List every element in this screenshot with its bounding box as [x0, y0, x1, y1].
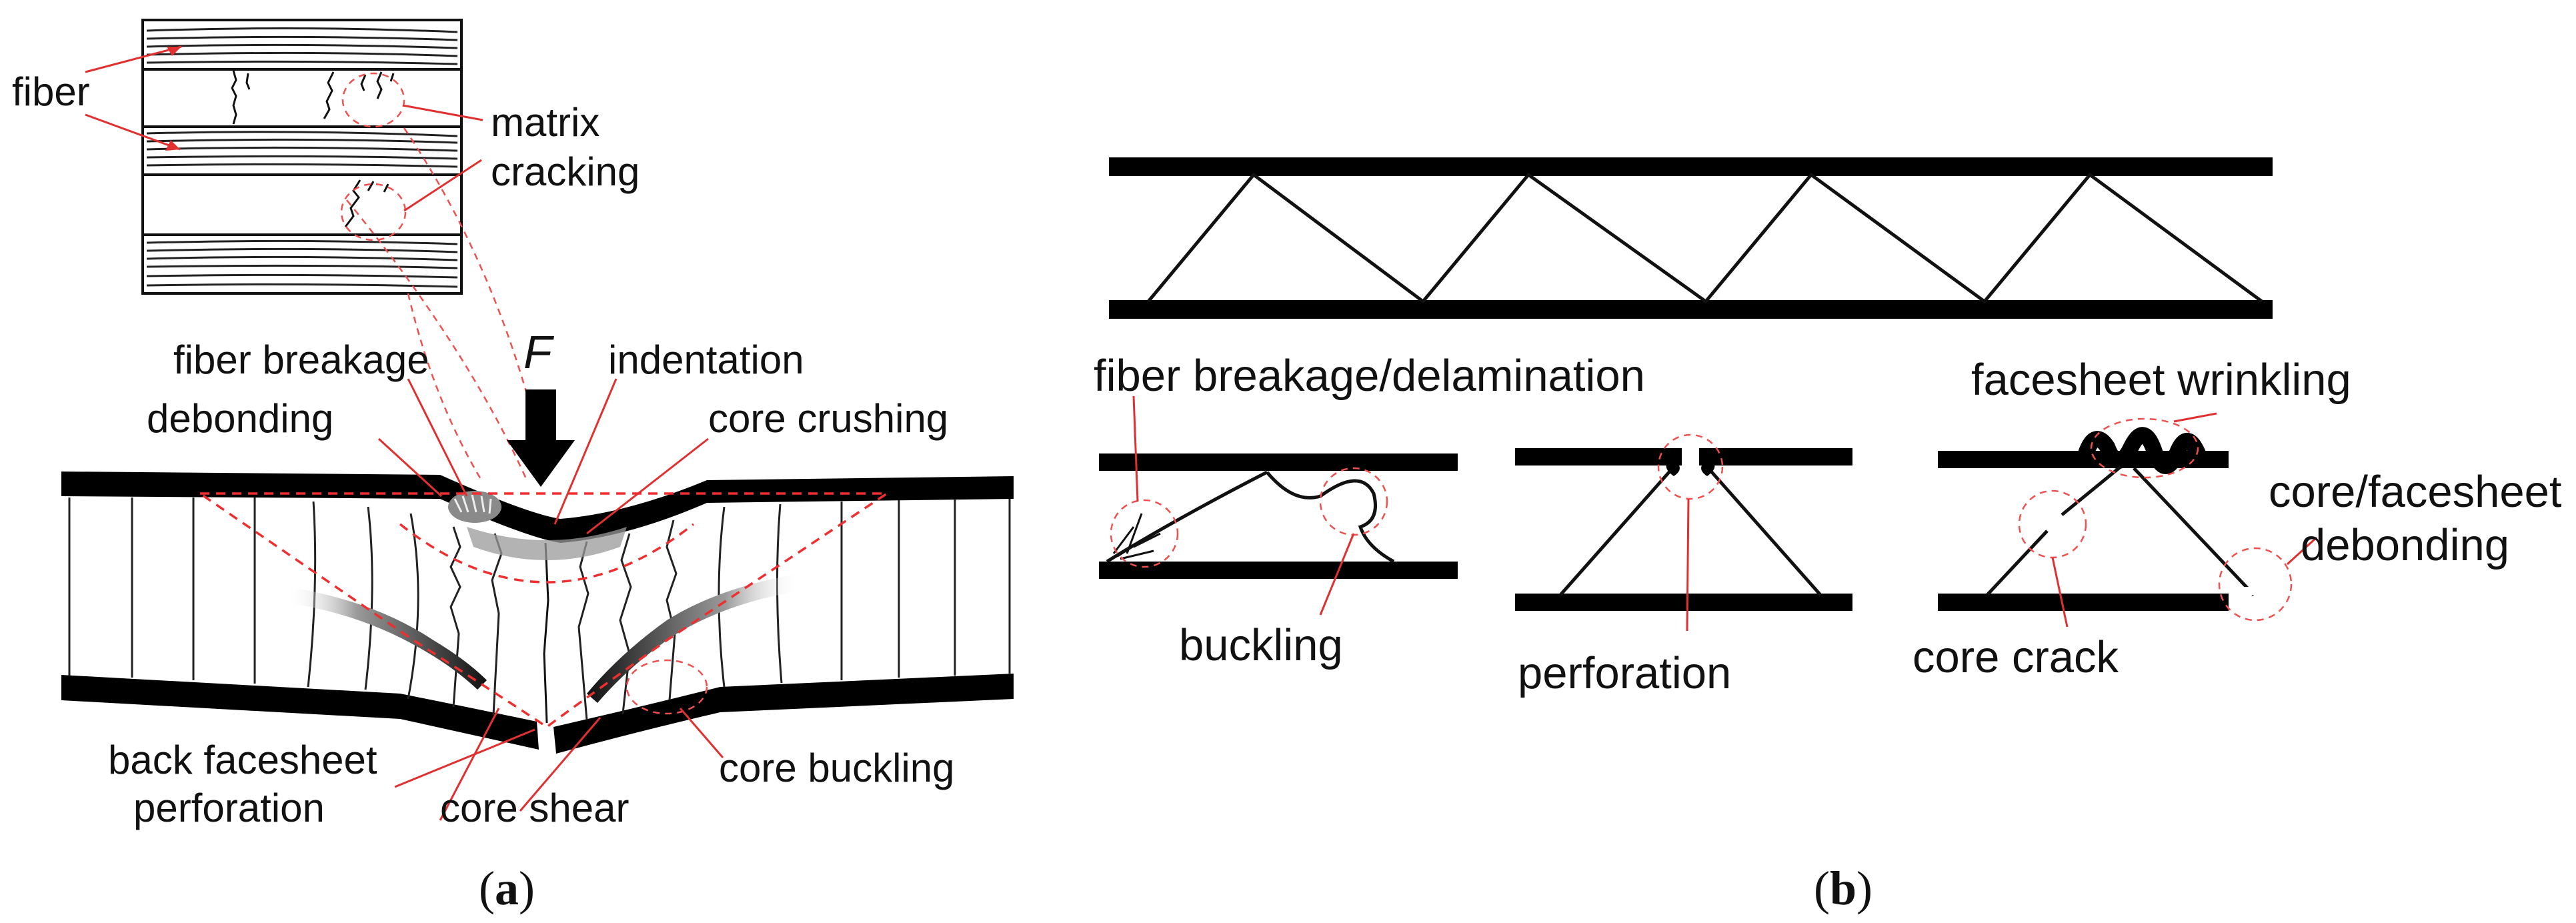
inset-connector-left — [407, 293, 483, 481]
sandwich-panel — [61, 472, 1014, 754]
core-shear-band-right — [587, 574, 800, 703]
back-facesheet-label-line2: perforation — [133, 786, 325, 830]
facesheet-wrinkling-label: facesheet wrinkling — [1971, 355, 2351, 405]
core-facesheet-label-line2: debonding — [2301, 520, 2509, 570]
caption-b: (b) — [1814, 862, 1872, 915]
core-buckling-label: core buckling — [719, 746, 955, 790]
perforation-label: perforation — [1518, 648, 1731, 698]
fiber-breakage-spot — [448, 491, 501, 523]
debonding-label: debonding — [147, 396, 333, 441]
core-buckling-highlight — [625, 659, 708, 715]
subpanel-wrinkling — [1938, 412, 2318, 628]
truss-sandwich — [1109, 157, 2273, 319]
subpanel-fiber-breakage — [1099, 395, 1458, 616]
core-shear-label: core shear — [440, 786, 629, 830]
buckling-label: buckling — [1179, 620, 1343, 670]
fiber-matrix-inset — [141, 19, 463, 295]
debonding-highlight — [2218, 547, 2293, 622]
top-facesheet — [61, 472, 1014, 543]
back-facesheet-label-line1: back facesheet — [108, 738, 377, 782]
fiber-label: fiber — [12, 69, 90, 114]
panel-b: fiber breakage/delamination facesheet wr… — [1094, 157, 2562, 915]
caption-a: (a) — [479, 862, 535, 915]
bottom-facesheet-right — [553, 674, 1014, 754]
core-shear-band-left — [287, 587, 487, 690]
core-crushing-label: core crushing — [708, 396, 948, 441]
perforation-highlight — [1657, 433, 1724, 500]
delamination-cracks — [1112, 513, 1161, 560]
caption-b-open: ( — [1814, 862, 1830, 915]
fiber-breakage-delamination-label: fiber breakage/delamination — [1094, 351, 1645, 401]
panel-a: fiber matrix cracking F — [12, 19, 1014, 915]
panel-a-leaders — [377, 378, 724, 821]
caption-b-close: ) — [1856, 862, 1872, 915]
fiber-bundle-top — [146, 27, 458, 65]
buckled-web-right — [1266, 471, 1395, 564]
caption-a-open: ( — [479, 862, 495, 915]
caption-a-close: ) — [519, 862, 535, 915]
fiber-arrows — [85, 45, 182, 151]
wrinkling-highlight — [2090, 417, 2199, 479]
core-crack-label: core crack — [1912, 632, 2119, 682]
core-crack-highlight — [2018, 490, 2087, 559]
force-label: F — [523, 326, 555, 378]
indentation-label: indentation — [608, 337, 804, 382]
subpanel-perforation — [1515, 433, 1852, 632]
buckling-highlight — [1319, 467, 1388, 536]
crush-zone-outline — [399, 523, 695, 584]
core-crushing-zone — [467, 527, 627, 560]
caption-a-letter: a — [495, 862, 519, 915]
force-arrow — [507, 389, 575, 487]
caption-b-letter: b — [1830, 862, 1856, 915]
matrix-crack-highlight-lower — [340, 183, 407, 241]
matrix-cracking-label-line1: matrix — [491, 100, 599, 145]
bottom-facesheet-left — [61, 675, 539, 750]
fiber-bundle-middle — [146, 131, 458, 168]
truss-core-web — [1147, 172, 2263, 304]
fiber-breakage-highlight — [1110, 499, 1179, 568]
center-core-crack — [543, 542, 549, 724]
matrix-crack-highlight-upper — [341, 72, 405, 128]
fiber-breakage-label: fiber breakage — [173, 337, 429, 382]
wrinkled-facesheet — [2077, 427, 2209, 474]
fiber-bundle-bottom — [146, 239, 458, 288]
core-facesheet-label-line1: core/facesheet — [2269, 467, 2562, 517]
damage-zone-outline — [196, 492, 891, 729]
matrix-cracking-label-line2: cracking — [491, 149, 639, 194]
